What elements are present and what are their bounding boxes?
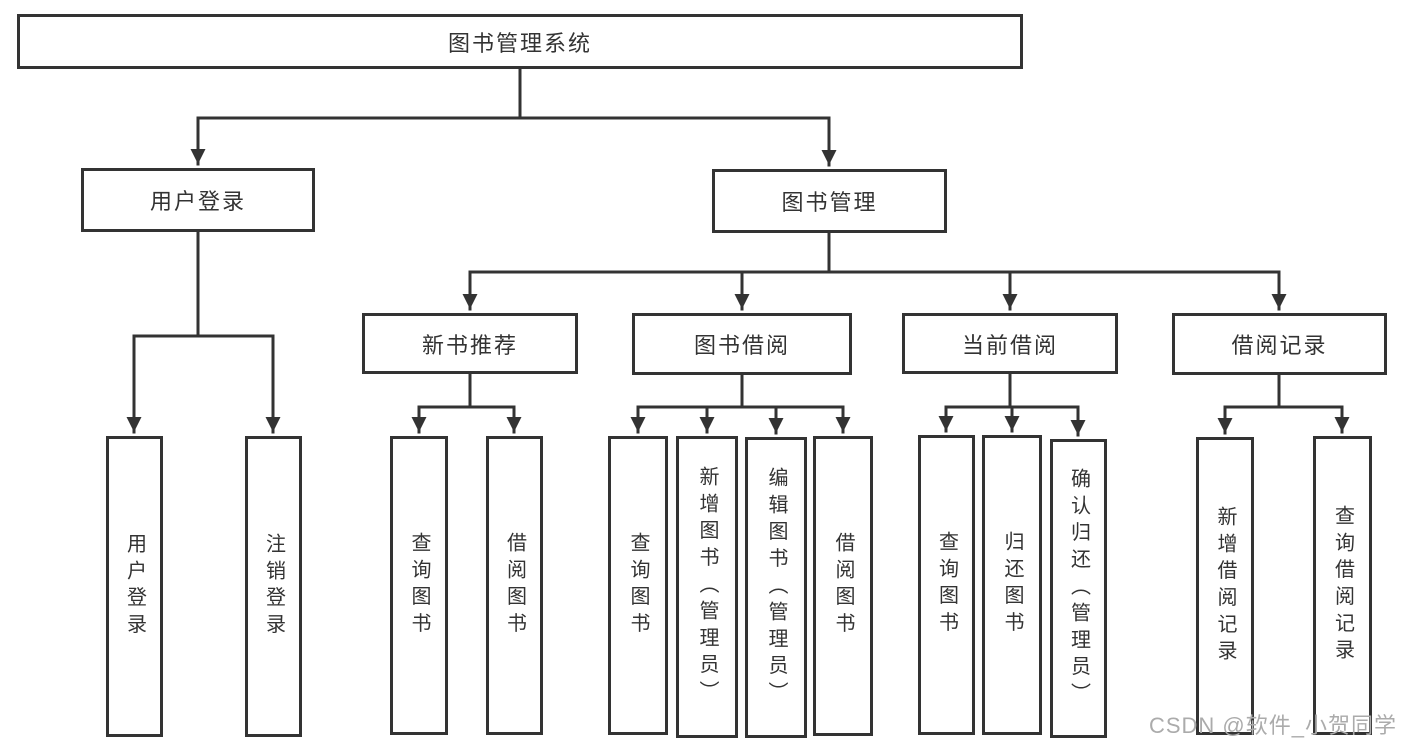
node-library-management-system: 图书管理系统: [17, 14, 1023, 69]
connector-book-borrow-children: [630, 373, 851, 435]
node-new-book-recommendation: 新书推荐: [362, 313, 578, 374]
node-label: 新书推荐: [421, 332, 518, 358]
node-label: 借阅记录: [1231, 333, 1328, 358]
leaf-query-books-bb: 查询图书: [608, 436, 668, 735]
node-label: 借阅图书: [503, 531, 526, 640]
leaf-add-borrow-record: 新增借阅记录: [1196, 437, 1254, 735]
node-user-login: 用户登录: [81, 168, 315, 232]
node-label: 借阅图书: [832, 532, 854, 640]
node-label: 用户登录: [123, 532, 146, 641]
node-label: 新增图书（管理员）: [696, 466, 718, 708]
node-label: 当前借阅: [961, 332, 1058, 358]
node-current-borrowing: 当前借阅: [902, 313, 1118, 374]
node-label: 归还图书: [1001, 531, 1023, 639]
leaf-return-books: 归还图书: [982, 435, 1042, 735]
leaf-add-books-admin: 新增图书（管理员）: [676, 436, 738, 738]
leaf-query-books-rec: 查询图书: [390, 436, 448, 735]
node-label: 查询图书: [627, 531, 649, 640]
node-label: 查询图书: [935, 531, 958, 639]
node-label: 编辑图书（管理员）: [765, 466, 787, 709]
node-label: 图书管理系统: [447, 30, 592, 56]
connector-root-to-level2: [190, 67, 837, 167]
leaf-query-borrow-record: 查询借阅记录: [1313, 436, 1372, 735]
connector-borrow-record-children: [1217, 373, 1350, 435]
leaf-user-login: 用户登录: [106, 436, 163, 737]
node-label: 注销登录: [262, 532, 285, 641]
leaf-borrow-books-rec: 借阅图书: [486, 436, 543, 735]
node-label: 图书管理: [781, 190, 878, 215]
leaf-edit-books-admin: 编辑图书（管理员）: [745, 437, 807, 738]
node-label: 查询图书: [408, 531, 430, 640]
node-book-borrowing: 图书借阅: [632, 313, 852, 375]
connector-user-login-children: [126, 230, 281, 434]
leaf-borrow-books-bb: 借阅图书: [813, 436, 873, 736]
connector-current-borrow-children: [938, 372, 1086, 437]
connector-book-mgmt-children: [462, 231, 1287, 311]
connector-new-book-rec-children: [411, 372, 522, 434]
node-label: 查询借阅记录: [1331, 505, 1354, 666]
node-label: 图书借阅: [693, 333, 790, 358]
node-borrowing-records: 借阅记录: [1172, 313, 1387, 375]
leaf-logout: 注销登录: [245, 436, 302, 737]
node-label: 确认归还（管理员）: [1067, 467, 1090, 710]
leaf-confirm-return-admin: 确认归还（管理员）: [1050, 439, 1107, 738]
node-label: 新增借阅记录: [1214, 505, 1236, 667]
node-book-management: 图书管理: [712, 169, 947, 233]
leaf-query-books-cb: 查询图书: [918, 435, 975, 735]
node-label: 用户登录: [149, 189, 246, 214]
